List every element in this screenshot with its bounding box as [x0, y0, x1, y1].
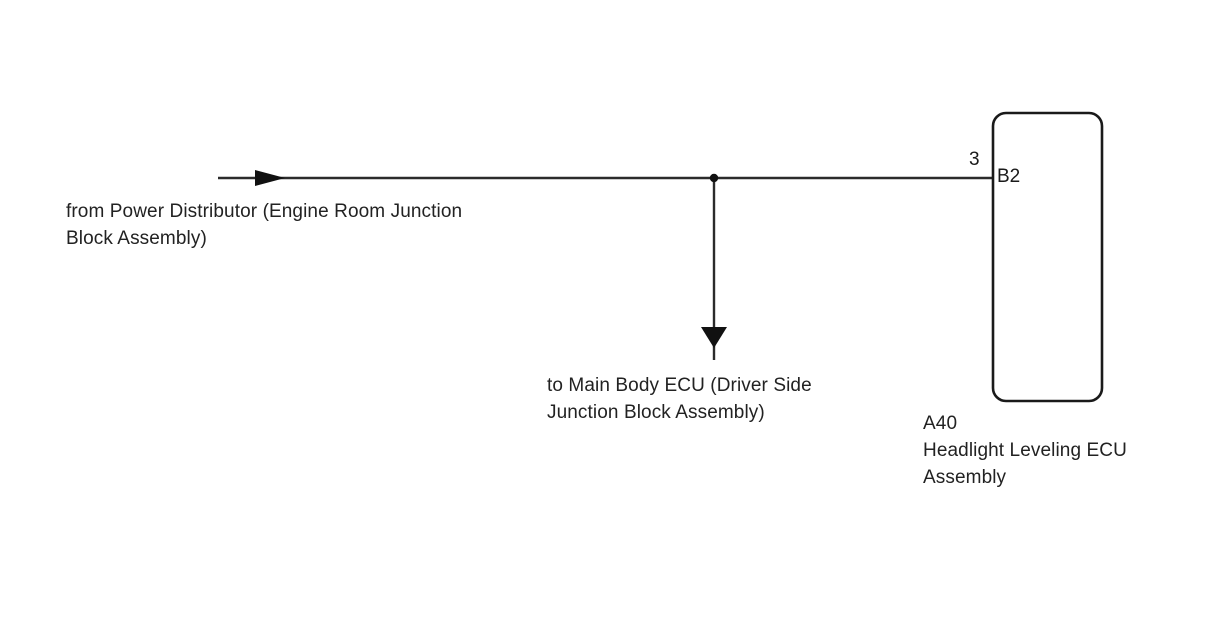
terminal-number: 3 [969, 149, 980, 170]
outbound-branch-arrow-icon [701, 327, 727, 348]
wire-junction-dot-icon [709, 173, 719, 183]
component-caption-label: A40 Headlight Leveling ECU Assembly [923, 413, 1127, 488]
source-reference-label: from Power Distributor (Engine Room Junc… [66, 201, 463, 249]
ecu-component-box [991, 111, 1104, 403]
branch-destination-label: to Main Body ECU (Driver Side Junction B… [547, 375, 812, 423]
connector-code-label: B2 [997, 166, 1021, 187]
inbound-power-arrow-icon [255, 170, 285, 186]
